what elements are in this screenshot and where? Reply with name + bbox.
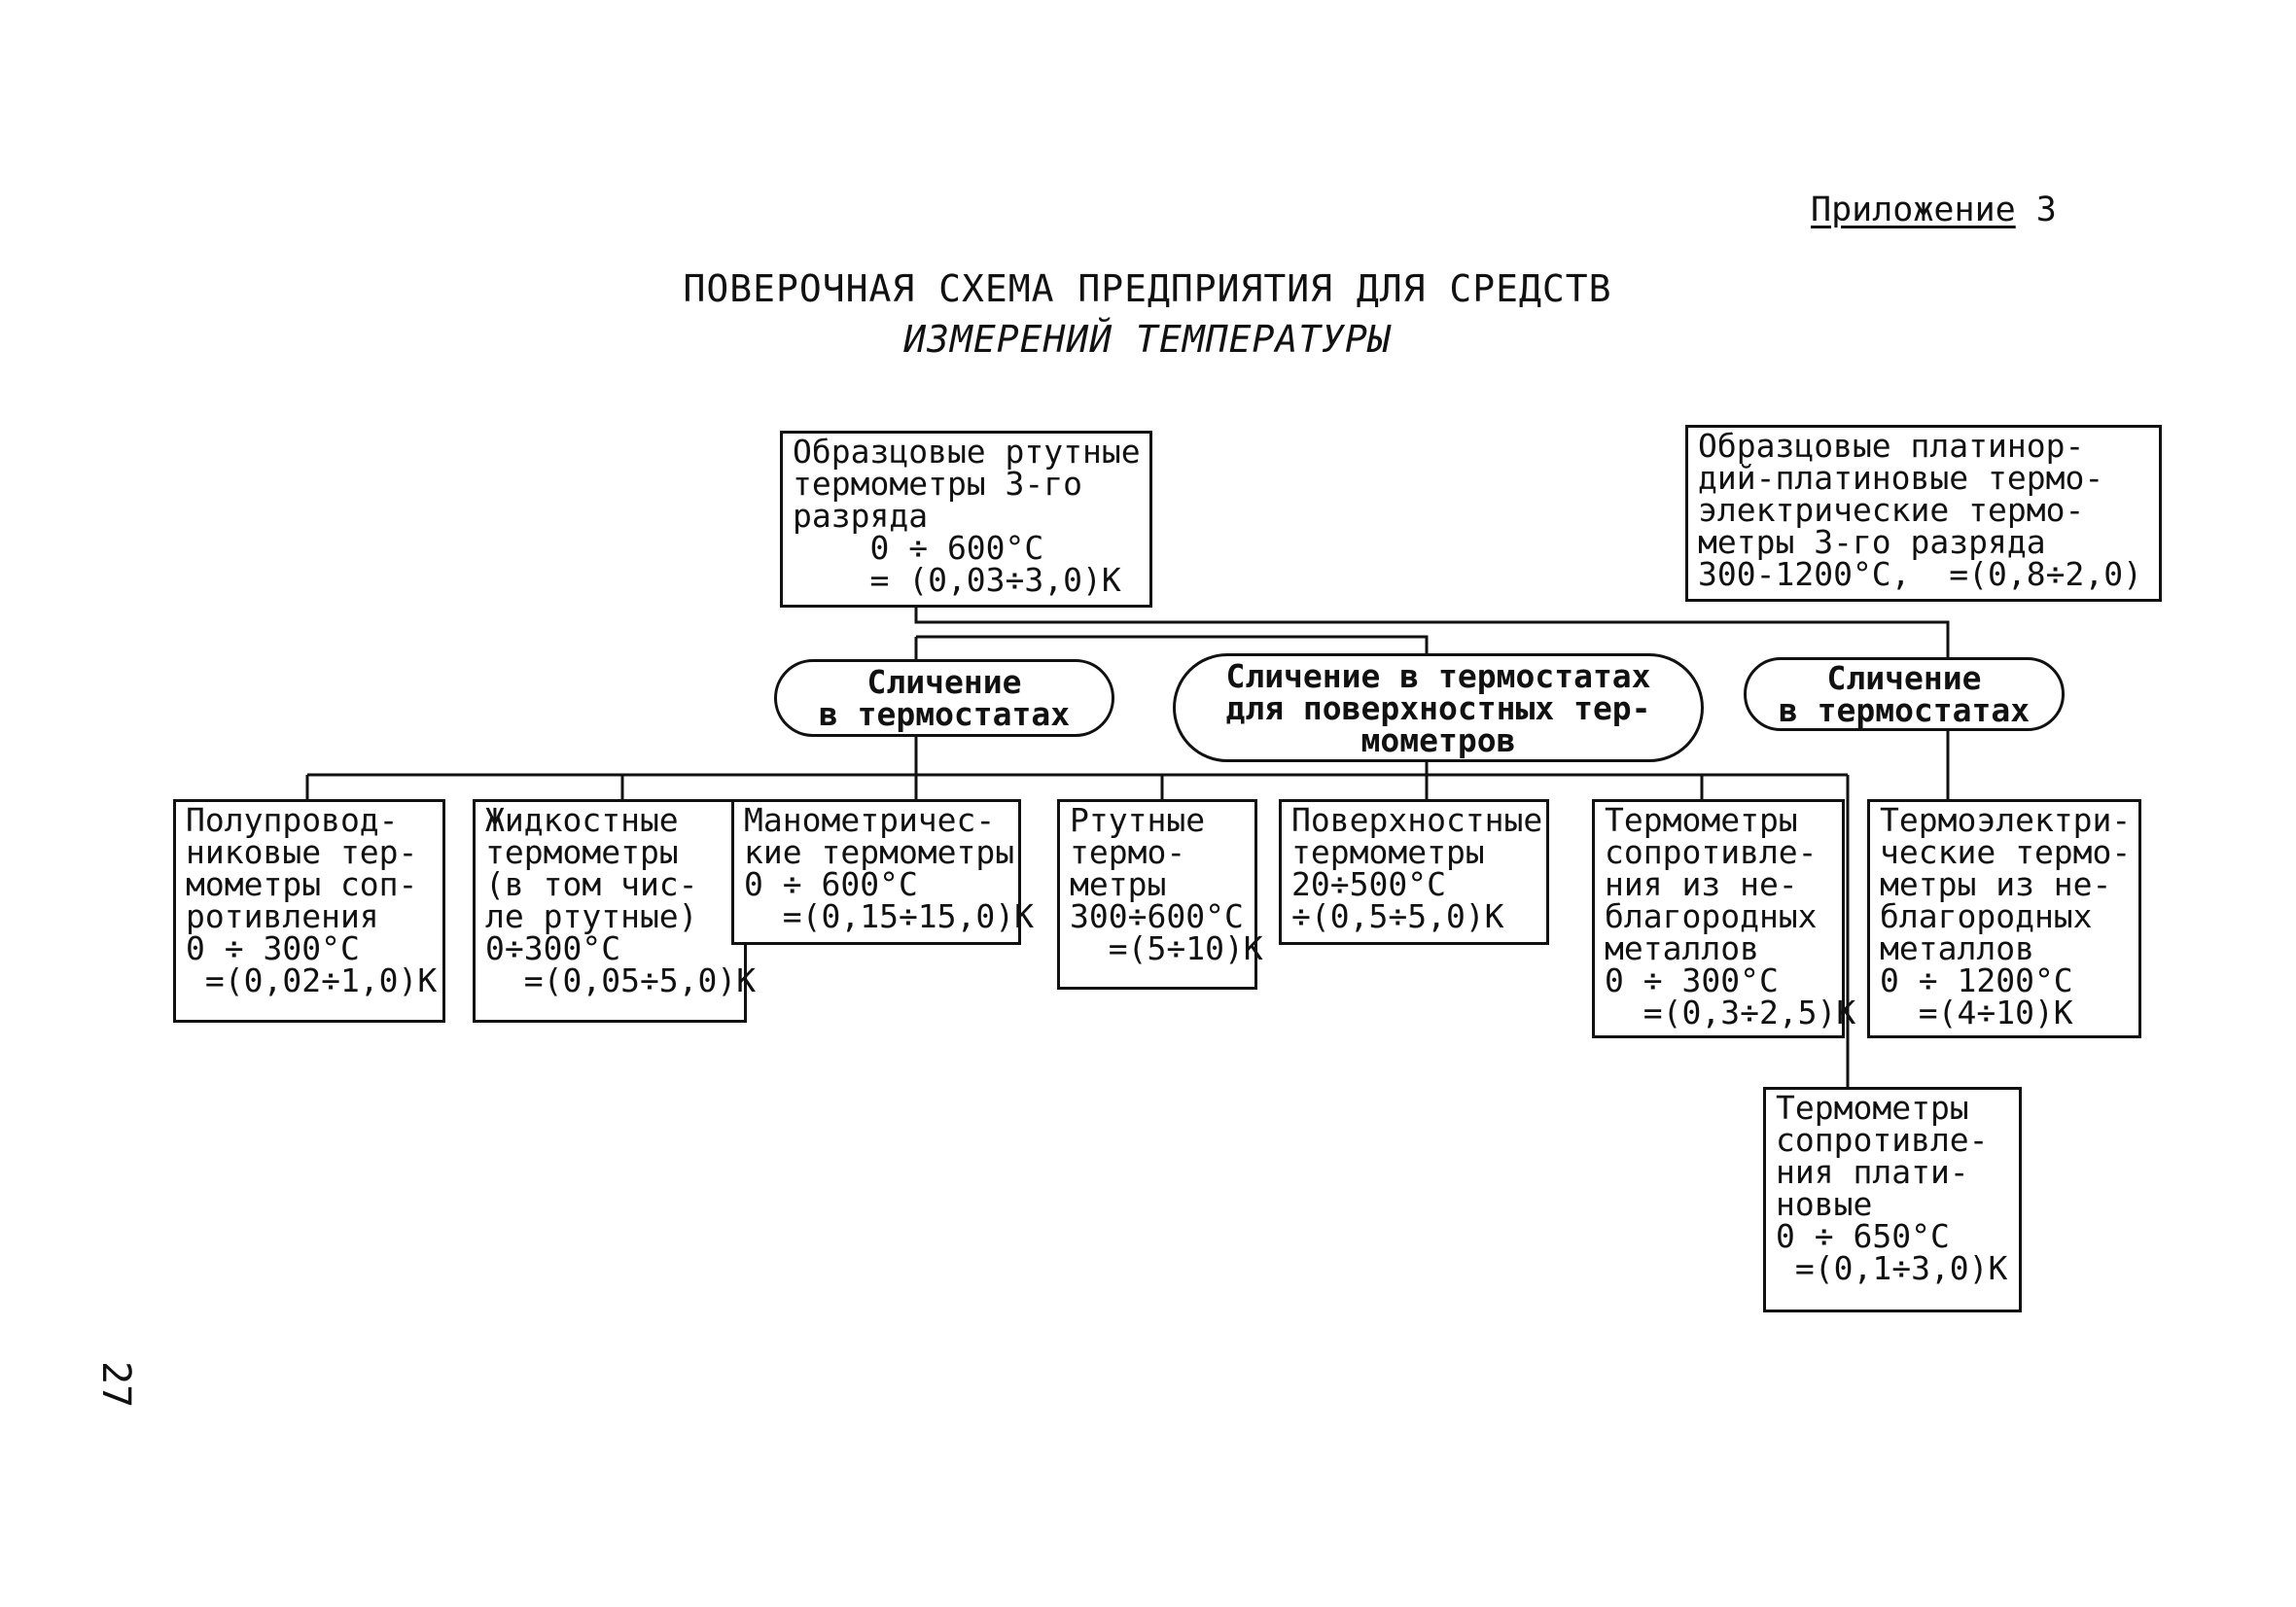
text-line: в термостатах: [1778, 691, 2031, 729]
text-line: в термостатах: [818, 695, 1071, 733]
text-line: благородных: [1880, 897, 2093, 935]
text-line: Манометричес-: [744, 801, 996, 839]
instrument-mercury-thermometers: Ртутные термо- метры 300÷600°C =(5÷10)K: [1057, 799, 1263, 990]
text-line: 300-1200°C, =(0,8÷2,0): [1698, 555, 2142, 593]
appendix-number: 3: [2035, 191, 2057, 229]
text-line: 300÷600°C: [1070, 897, 1244, 935]
text-line: металлов: [1605, 929, 1759, 967]
instrument-surface-thermometers: Поверхностные термометры 20÷500°C ÷(0,5÷…: [1279, 799, 1549, 945]
text-line: Образцовые платинор-: [1698, 427, 2085, 465]
text-line: Полупровод-: [186, 801, 399, 839]
text-line: = (0,03÷3,0)K: [793, 561, 1121, 599]
text-line: (в том чис-: [485, 865, 698, 903]
text-line: 0 ÷ 300°C: [1605, 961, 1779, 999]
text-line: термо-: [1070, 833, 1186, 871]
standard-platinum-thermocouples: Образцовые платинор- дий-платиновые терм…: [1685, 425, 2162, 602]
text-line: =(0,1÷3,0)K: [1776, 1249, 2008, 1287]
method-comparison-thermostats-left: Сличение в термостатах: [774, 659, 1114, 737]
instrument-semiconductor-resistance: Полупровод- никовые тер- мометры соп- ро…: [173, 799, 445, 1023]
text-line: металлов: [1880, 929, 2034, 967]
text-line: 0 ÷ 600°C: [793, 529, 1044, 567]
appendix-word: Приложение: [1811, 191, 2016, 229]
instrument-base-metal-thermocouples: Термоэлектри- ческие термо- метры из не-…: [1867, 799, 2141, 1038]
connector-mercury-to-platinum: [914, 608, 1950, 659]
method-comparison-thermostats-right: Сличение в термостатах: [1744, 657, 2065, 731]
text-line: Сличение: [866, 663, 1022, 701]
method-comparison-surface-thermostats: Сличение в термостатах для поверхностных…: [1173, 653, 1704, 762]
text-line: Жидкостные: [485, 801, 679, 839]
standard-mercury-thermometers: Образцовые ртутные термометры 3-го разря…: [780, 431, 1152, 608]
text-line: никовые тер-: [186, 833, 418, 871]
text-line: Поверхностные: [1291, 801, 1543, 839]
text-line: =(5÷10)K: [1070, 929, 1263, 967]
text-line: ния из не-: [1605, 865, 1798, 903]
diagram-title-line-1: ПОВЕРОЧНАЯ СХЕМА ПРЕДПРИЯТИЯ ДЛЯ СРЕДСТВ: [683, 267, 1612, 310]
text-line: ÷(0,5÷5,0)K: [1291, 897, 1504, 935]
page-number: 27: [93, 1361, 138, 1409]
text-line: разряда: [793, 497, 929, 535]
text-line: 0÷300°C: [485, 929, 621, 967]
text-line: сопротивле-: [1605, 833, 1818, 871]
text-line: мометров: [1360, 720, 1516, 759]
text-line: ческие термо-: [1880, 833, 2132, 871]
text-line: термометры: [1291, 833, 1485, 871]
text-line: метры 3-го разряда: [1698, 523, 2046, 561]
instrument-base-metal-resistance: Термометры сопротивле- ния из не- благор…: [1592, 799, 1856, 1038]
text-line: 0 ÷ 1200°C: [1880, 961, 2073, 999]
text-line: мометры соп-: [186, 865, 418, 903]
text-line: =(0,02÷1,0)K: [186, 961, 438, 999]
text-line: Термоэлектри-: [1880, 801, 2132, 839]
text-line: 20÷500°C: [1291, 865, 1446, 903]
text-line: кие термометры: [744, 833, 1015, 871]
text-line: благородных: [1605, 897, 1818, 935]
instrument-liquid-thermometers: Жидкостные термометры (в том чис- ле рту…: [473, 799, 757, 1023]
text-line: 0 ÷ 300°C: [186, 929, 360, 967]
diagram-title-line-2: ИЗМЕРЕНИЙ ТЕМПЕРАТУРЫ: [903, 318, 1392, 361]
instrument-manometric-thermometers: Манометричес- кие термометры 0 ÷ 600°C =…: [731, 799, 1035, 945]
text-line: Термометры: [1605, 801, 1798, 839]
text-line: метры из не-: [1880, 865, 2112, 903]
text-line: сопротивле-: [1776, 1121, 1989, 1159]
text-line: для поверхностных тер-: [1225, 688, 1651, 727]
appendix-label: Приложение 3: [1811, 191, 2057, 229]
text-line: ния плати-: [1776, 1153, 1969, 1191]
text-line: 0 ÷ 650°C: [1776, 1217, 1950, 1255]
instrument-platinum-resistance: Термометры сопротивле- ния плати- новые …: [1763, 1087, 2022, 1312]
connector-mercury-to-center-oval: [916, 635, 1429, 659]
text-line: ротивления: [186, 897, 379, 935]
text-line: =(0,05÷5,0)K: [485, 961, 757, 999]
text-line: Сличение: [1826, 659, 1982, 697]
text-line: Сличение в термостатах: [1225, 656, 1651, 695]
text-line: термометры: [485, 833, 679, 871]
text-line: дий-платиновые термо-: [1698, 459, 2104, 497]
text-line: =(0,15÷15,0)K: [744, 897, 1035, 935]
text-line: 0 ÷ 600°C: [744, 865, 918, 903]
text-line: Термометры: [1776, 1089, 1969, 1127]
text-line: электрические термо-: [1698, 491, 2085, 529]
text-line: ле ртутные): [485, 897, 698, 935]
text-line: Образцовые ртутные: [793, 433, 1141, 471]
text-line: новые: [1776, 1185, 1873, 1223]
text-line: метры: [1070, 865, 1167, 903]
text-line: =(0,3÷2,5)K: [1605, 994, 1856, 1031]
text-line: Ртутные: [1070, 801, 1206, 839]
text-line: термометры 3-го: [793, 465, 1083, 503]
text-line: =(4÷10)K: [1880, 994, 2073, 1031]
